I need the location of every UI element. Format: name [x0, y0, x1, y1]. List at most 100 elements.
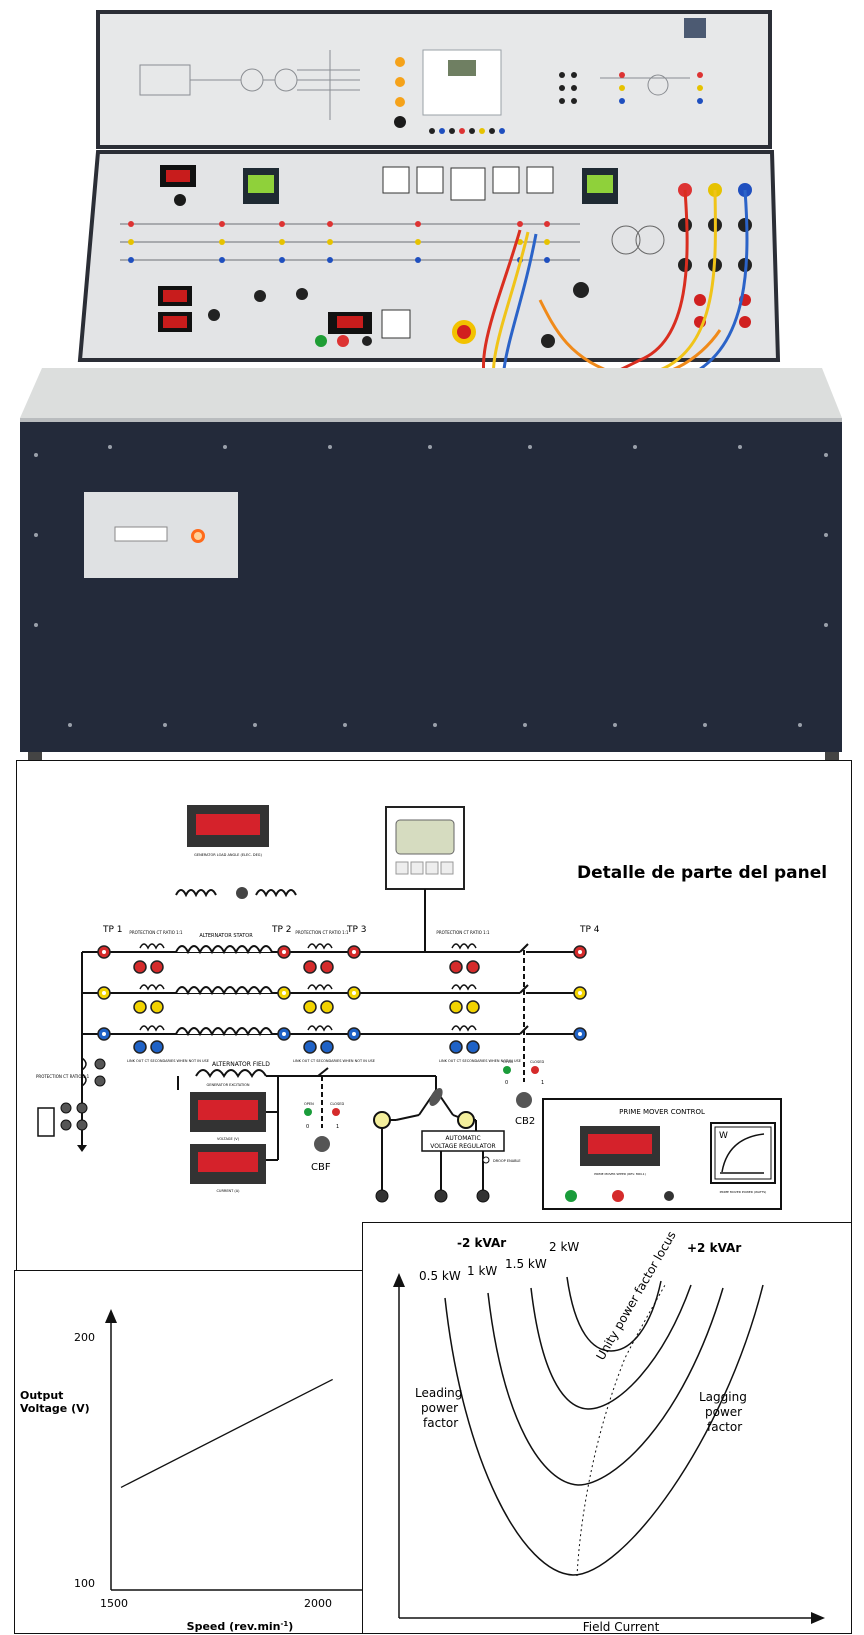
- avr-socket-left[interactable]: [373, 1111, 391, 1129]
- c2-lagging-2: power: [705, 1405, 742, 1419]
- c2-curve-1-5kw: [530, 1284, 692, 1410]
- cb2-closed-lamp: [531, 1066, 539, 1074]
- c2-xlabel: Field Current: [583, 1620, 660, 1634]
- cb2-switch[interactable]: [516, 1092, 532, 1108]
- cb2-open-label: OPEN: [503, 1060, 513, 1064]
- avr-label-2: VOLTAGE REGULATOR: [430, 1143, 495, 1150]
- stator-coils: [175, 945, 273, 1037]
- c2-curve-1kw: [487, 1287, 724, 1486]
- voltage-speed-chart-svg: 200 100 1500 2000 Output Voltage (V) Spe…: [20, 1309, 377, 1633]
- voltage-speed-chart: 200 100 1500 2000 Output Voltage (V) Spe…: [14, 1270, 403, 1634]
- v-curves-chart: -2 kVAr +2 kVAr 0.5 kW 1 kW 1.5 kW 2 kW …: [362, 1222, 852, 1634]
- load-angle-label: GENERATOR LOAD ANGLE (ELEC. DEG): [194, 853, 262, 857]
- c2-lagging-3: factor: [707, 1420, 742, 1434]
- c1-xtick-1500: 1500: [100, 1597, 128, 1610]
- cbf-switch[interactable]: [314, 1136, 330, 1152]
- c2-x-arrow: [811, 1612, 825, 1624]
- v-curves-chart-svg: -2 kVAr +2 kVAr 0.5 kW 1 kW 1.5 kW 2 kW …: [393, 1229, 825, 1634]
- cb2-label: CB2: [515, 1116, 535, 1127]
- c2-curve-0-5kw: [444, 1284, 764, 1576]
- tp2-label: TP 2: [271, 925, 292, 935]
- c2-series-1kw: 1 kW: [467, 1264, 497, 1278]
- cbf-open-lamp: [304, 1108, 312, 1116]
- c1-xlabel-sup: -1: [281, 1620, 289, 1628]
- c1-ytick-100: 100: [74, 1577, 95, 1590]
- c1-ylabel-line2: Voltage (V): [20, 1402, 90, 1415]
- c2-y-arrow: [393, 1273, 405, 1287]
- detail-heading: Detalle de parte del panel: [577, 863, 827, 883]
- excitation-coil-left: [175, 889, 217, 898]
- c2-series-2kw: 2 kW: [549, 1240, 579, 1254]
- current-label: CURRENT (A): [216, 1189, 240, 1193]
- prime-mover-control-label: PRIME MOVER CONTROL: [619, 1108, 705, 1116]
- prime-mover-start-button[interactable]: [565, 1190, 577, 1202]
- cbf-pos-1: 1: [336, 1124, 339, 1130]
- desk-top: [20, 368, 842, 418]
- protection-ct-2: PROTECTION CT RATIO 1:1: [295, 930, 349, 935]
- c2-left-kvar: -2 kVAr: [457, 1236, 506, 1250]
- c2-series-0-5kw: 0.5 kW: [419, 1269, 461, 1283]
- panel-detail: Detalle de parte del panel GENERATOR LOA…: [16, 760, 852, 1282]
- cb2-pos-0: 0: [505, 1080, 508, 1086]
- tp1-label: TP 1: [102, 925, 123, 935]
- alternator-stator-label: ALTERNATOR STATOR: [199, 933, 253, 939]
- main-panel-terminals: [128, 221, 550, 263]
- prime-mover-knob[interactable]: [664, 1191, 674, 1201]
- phase-sockets: [97, 945, 587, 1054]
- c2-right-kvar: +2 kVAr: [687, 1241, 741, 1255]
- ct-coils: [139, 943, 477, 1032]
- droop-enable-label: DROOP ENABLE: [493, 1159, 521, 1163]
- c2-unity-label: Unity power factor locus: [593, 1229, 678, 1363]
- c1-y-arrow: [105, 1309, 117, 1323]
- main-panel-bus: [120, 223, 580, 261]
- cb2-pos-1: 1: [541, 1080, 544, 1086]
- cbf-label: CBF: [311, 1162, 331, 1173]
- cabinet: [20, 422, 842, 752]
- c2-curve-2kw: [566, 1276, 662, 1352]
- trainer-photo-svg: [20, 10, 842, 770]
- protection-ct-lower: PROTECTION CT RATIO 1:1: [36, 1074, 90, 1079]
- tp4-label: TP 4: [579, 925, 600, 935]
- excitation-coil-right: [255, 889, 297, 898]
- avr-switch[interactable]: [427, 1086, 446, 1108]
- generator-excitation-label: GENERATOR EXCITATION: [207, 1083, 250, 1087]
- link-out-3: LINK OUT CT SECONDARIES WHEN NOT IN USE: [439, 1059, 521, 1063]
- c2-leading-1: Leading: [415, 1386, 462, 1400]
- protection-ct-1: PROTECTION CT RATIO 1:1: [129, 930, 183, 935]
- c1-xlabel-main: Speed (rev.min: [187, 1620, 281, 1633]
- c2-lagging-1: Lagging: [699, 1390, 747, 1404]
- protection-ct-3: PROTECTION CT RATIO 1:1: [436, 930, 490, 935]
- prime-mover-stop-button[interactable]: [612, 1190, 624, 1202]
- prime-mover-speed-label: PRIME MOVER SPEED (REV. MIN-1): [594, 1172, 645, 1176]
- cabinet-screws: [34, 445, 828, 727]
- upper-schematic: [139, 50, 690, 120]
- c1-xtick-2000: 2000: [304, 1597, 332, 1610]
- link-out-1: LINK OUT CT SECONDARIES WHEN NOT IN USE: [127, 1059, 209, 1063]
- cbf-closed-lamp: [332, 1108, 340, 1116]
- cb2-open-lamp: [503, 1066, 511, 1074]
- main-panel-meters: [158, 165, 618, 339]
- cb2-breaker: [519, 943, 529, 1082]
- c2-unity-locus: [576, 1284, 666, 1577]
- link-out-2: LINK OUT CT SECONDARIES WHEN NOT IN USE: [293, 1059, 375, 1063]
- avr-socket-right[interactable]: [457, 1111, 475, 1129]
- burden-resistor: [37, 1107, 55, 1137]
- prime-mover-power-label: PRIME MOVER POWER (WATTS): [720, 1190, 767, 1194]
- c1-ylabel-line1: Output: [20, 1389, 63, 1402]
- power-meter-w: W: [719, 1131, 728, 1141]
- cbf-closed-label: CLOSED: [330, 1102, 344, 1106]
- upper-terminals: [429, 72, 703, 134]
- alternator-field-label: ALTERNATOR FIELD: [212, 1061, 270, 1068]
- avr-label-1: AUTOMATIC: [445, 1135, 480, 1142]
- avr-box: [421, 1130, 505, 1152]
- c1-xlabel: Speed (rev.min-1): [187, 1620, 294, 1633]
- c1-xlabel-end: ): [288, 1620, 293, 1633]
- c1-ytick-200: 200: [74, 1331, 95, 1344]
- c2-series-1-5kw: 1.5 kW: [505, 1257, 547, 1271]
- trainer-photo: [0, 0, 864, 770]
- cbf-open-label: OPEN: [304, 1102, 314, 1106]
- tp3-label: TP 3: [346, 925, 367, 935]
- excitation-knob[interactable]: [236, 887, 248, 899]
- cbf-pos-0: 0: [306, 1124, 309, 1130]
- c2-leading-3: factor: [423, 1416, 458, 1430]
